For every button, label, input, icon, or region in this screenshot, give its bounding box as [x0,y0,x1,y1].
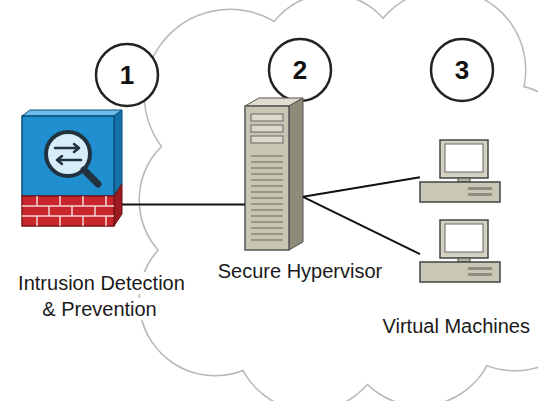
ids-node: Intrusion Detection & Prevention [8,110,193,325]
connector-line [303,197,420,254]
cloud [140,0,538,401]
callout-number: 2 [275,53,325,87]
node-label: Secure Hypervisor [205,258,395,284]
callout-number: 3 [437,53,487,87]
node-label: Intrusion Detection & Prevention [8,270,193,322]
node-label-text: Secure Hypervisor [216,260,385,282]
server-tower-icon [245,98,303,250]
connector-line [303,177,420,197]
hypervisor-node: Secure Hypervisor [205,98,395,288]
computer-icon [420,140,500,202]
computer-icon [420,220,500,282]
node-label-text: Intrusion Detection & Prevention [16,272,185,320]
ids-appliance-icon [22,110,122,228]
connector-line [122,203,245,205]
node-label: Virtual Machines [377,313,536,339]
vm-group-node: Virtual Machines [377,135,536,345]
node-label-text: Virtual Machines [381,315,532,337]
callout-circles [96,39,493,106]
callout-number: 1 [102,58,152,92]
